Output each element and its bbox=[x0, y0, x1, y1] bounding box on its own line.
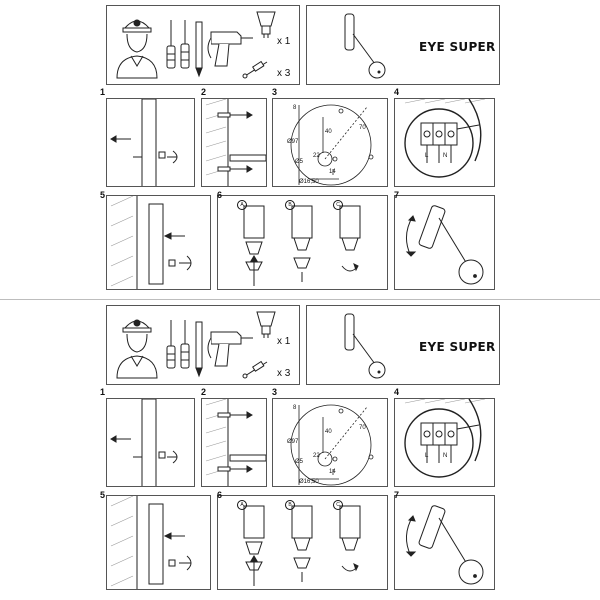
terminal-label: N bbox=[443, 453, 447, 459]
dim-label: 14 bbox=[329, 169, 336, 175]
variant-a-badge: A bbox=[237, 500, 247, 510]
step-1-illustration bbox=[110, 399, 178, 486]
terminal-label: N bbox=[443, 153, 447, 159]
step-number: 3 bbox=[272, 387, 278, 397]
variant-c-badge: C bbox=[333, 200, 343, 210]
dim-label: 22 bbox=[313, 153, 320, 159]
dim-label: 70 bbox=[359, 425, 366, 431]
step-7-adjust-illustration bbox=[405, 505, 484, 585]
step-number: 1 bbox=[100, 87, 106, 97]
variant-b-badge: B bbox=[285, 200, 295, 210]
dim-label: 14 bbox=[329, 469, 336, 475]
step-3-panel: 8 40 70 Ø97 Ø5 22 Ø16,50 14 bbox=[272, 398, 388, 487]
step-2-panel bbox=[201, 98, 267, 187]
screwdriver-icon bbox=[166, 20, 190, 69]
step-3-panel: 8 40 70 Ø97 Ø5 22 Ø16,50 14 bbox=[272, 98, 388, 187]
step-number: 4 bbox=[394, 387, 400, 397]
dim-label: Ø97 bbox=[287, 439, 299, 445]
step-number: 2 bbox=[201, 87, 207, 97]
step-6-panel: A B C bbox=[217, 495, 388, 590]
step-number: 2 bbox=[201, 387, 207, 397]
step-3-dimension-drawing: 8 40 70 Ø97 Ø5 22 Ø16,50 14 bbox=[287, 104, 374, 186]
variant-b-badge: B bbox=[285, 500, 295, 510]
step-number: 5 bbox=[100, 190, 106, 200]
dim-label: Ø97 bbox=[287, 139, 299, 145]
screw-plug-icon bbox=[242, 360, 268, 379]
product-illustration bbox=[344, 13, 386, 79]
step-3-dimension-drawing: 8 40 70 Ø97 Ø5 22 Ø16,50 14 bbox=[287, 404, 374, 486]
step-5-illustration bbox=[110, 196, 192, 289]
step-7-panel bbox=[394, 195, 495, 290]
bulb-icon bbox=[256, 11, 276, 38]
bulb-icon bbox=[256, 311, 276, 338]
terminal-label: L bbox=[425, 153, 429, 159]
tools-illustration bbox=[116, 311, 276, 379]
product-illustration bbox=[344, 313, 386, 379]
instruction-sheet-top: x 1 x 3 EYE SUPER bbox=[100, 5, 500, 290]
dim-label: 40 bbox=[325, 129, 332, 135]
screw-quantity-label: x 1 bbox=[277, 36, 291, 47]
dim-label: 70 bbox=[359, 125, 366, 131]
plug-quantity-label: x 3 bbox=[277, 68, 291, 79]
step-4-wiring-illustration: L N bbox=[404, 99, 486, 178]
pencil-icon bbox=[195, 321, 203, 378]
dim-label: 40 bbox=[325, 429, 332, 435]
step-number: 7 bbox=[394, 490, 400, 500]
step-4-panel: L N bbox=[394, 98, 495, 187]
step-number: 3 bbox=[272, 87, 278, 97]
dim-label: 8 bbox=[293, 105, 297, 111]
step-number: 4 bbox=[394, 87, 400, 97]
product-panel: EYE SUPER bbox=[306, 5, 500, 85]
tools-panel: x 1 x 3 bbox=[106, 5, 300, 85]
plug-quantity-label: x 3 bbox=[277, 368, 291, 379]
step-number: 5 bbox=[100, 490, 106, 500]
step-7-adjust-illustration bbox=[405, 205, 484, 285]
drill-icon bbox=[207, 31, 253, 67]
screwdriver-icon bbox=[166, 320, 190, 369]
step-number: 6 bbox=[217, 490, 223, 500]
step-number: 1 bbox=[100, 387, 106, 397]
step-1-illustration bbox=[110, 99, 178, 186]
sheet-divider bbox=[0, 299, 600, 300]
step-4-panel: L N bbox=[394, 398, 495, 487]
pencil-icon bbox=[195, 21, 203, 78]
dim-label: Ø5 bbox=[295, 459, 304, 465]
instruction-sheet-bottom: x 1 x 3 EYE SUPER bbox=[0, 300, 600, 600]
step-2-illustration bbox=[205, 99, 266, 186]
installer-person-icon bbox=[116, 19, 158, 79]
dim-label: Ø16,50 bbox=[299, 179, 319, 185]
step-number: 7 bbox=[394, 190, 400, 200]
step-4-wiring-illustration: L N bbox=[404, 399, 486, 478]
step-2-panel bbox=[201, 398, 267, 487]
step-7-panel bbox=[394, 495, 495, 590]
step-1-panel bbox=[106, 98, 195, 187]
drill-icon bbox=[207, 331, 253, 367]
tools-panel: x 1 x 3 bbox=[106, 305, 300, 385]
dim-label: 8 bbox=[293, 405, 297, 411]
lamp-icon bbox=[344, 313, 386, 379]
step-6-panel: A B C bbox=[217, 195, 388, 290]
product-name: EYE SUPER bbox=[419, 40, 496, 54]
product-name: EYE SUPER bbox=[419, 340, 496, 354]
step-5-illustration bbox=[110, 496, 192, 589]
product-panel: EYE SUPER bbox=[306, 305, 500, 385]
step-6-bulb-install bbox=[243, 505, 361, 586]
step-5-panel bbox=[106, 495, 211, 590]
installer-person-icon bbox=[116, 319, 158, 379]
variant-a-badge: A bbox=[237, 200, 247, 210]
variant-c-badge: C bbox=[333, 500, 343, 510]
step-6-bulb-install bbox=[243, 205, 361, 286]
tools-illustration bbox=[116, 11, 276, 79]
step-number: 6 bbox=[217, 190, 223, 200]
step-2-illustration bbox=[205, 399, 266, 486]
terminal-label: L bbox=[425, 453, 429, 459]
step-5-panel bbox=[106, 195, 211, 290]
dim-label: 22 bbox=[313, 453, 320, 459]
step-1-panel bbox=[106, 398, 195, 487]
screw-plug-icon bbox=[242, 60, 268, 79]
lamp-icon bbox=[344, 13, 386, 79]
dim-label: Ø16,50 bbox=[299, 479, 319, 485]
screw-quantity-label: x 1 bbox=[277, 336, 291, 347]
dim-label: Ø5 bbox=[295, 159, 304, 165]
